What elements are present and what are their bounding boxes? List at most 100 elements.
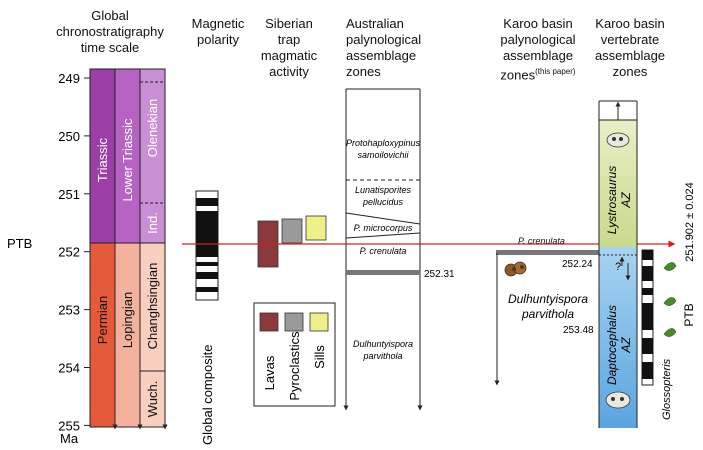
karoo-crenulata-label: P. crenulata: [518, 236, 565, 246]
triassic-label: Triassic: [95, 137, 110, 182]
axis-tick-label: 254: [58, 361, 80, 376]
header-australian-line4: zones: [346, 64, 381, 79]
wuchiapingian-label: Wuch.: [145, 381, 160, 418]
header-australian-line1: Australian: [346, 16, 404, 31]
zone-microcorpus: P. microcorpus: [354, 223, 413, 233]
zone-lunatisporites: Lunatisporites: [355, 185, 412, 195]
normal-polarity-interval: [196, 272, 218, 279]
karoo-palynological-zones: P. crenulata 252.24 Dulhuntyispora parvi…: [494, 236, 600, 386]
header-global-line1: Global: [91, 8, 129, 23]
header-global-timescale: Global chronostratigraphy time scale: [40, 8, 180, 56]
normal-polarity-interval: [196, 262, 218, 266]
lopingian-label: Lopingian: [120, 292, 135, 348]
daptocephalus-az-label: AZ: [619, 337, 633, 354]
zone-pellucidus: pellucidus: [362, 197, 404, 207]
induan-label: Ind.: [145, 212, 160, 234]
olenekian-band: [140, 69, 165, 203]
header-australian-line2: palynological: [346, 32, 422, 47]
header-karoo-paly-line3: assemblage: [502, 48, 574, 63]
wuchiapingian-band: [140, 371, 165, 427]
header-global-line3: time scale: [80, 40, 140, 55]
axis-tick-label: 255: [58, 418, 80, 433]
normal-polarity-interval: [196, 211, 218, 257]
olenekian-label: Olenekian: [145, 99, 160, 158]
permian-label: Permian: [95, 296, 110, 344]
karoo-lower-age: 253.48: [563, 325, 594, 336]
pollen-grain-icon: [504, 261, 527, 277]
header-karoo-paly-zones: zones: [500, 67, 536, 83]
axis-tick-label: 249: [58, 71, 80, 86]
header-siberian-line3: magmatic: [260, 48, 318, 63]
normal-polarity-interval: [196, 287, 218, 292]
australian-age-label: 252.31: [424, 269, 455, 280]
karoo-crenulata-age: 252.24: [562, 259, 593, 270]
induan-band: [140, 203, 165, 243]
daptocephalus-skull-icon: [605, 391, 631, 409]
header-karoo-vertebrate: Karoo basin vertebrate assemblage zones: [580, 16, 680, 80]
zone-crenulata: P. crenulata: [360, 246, 407, 256]
lower-triassic-label: Lower Triassic: [120, 118, 135, 202]
karoo-zone-parvithola: parvithola: [521, 307, 574, 321]
zone-samoilovichii: samoilovichii: [357, 150, 409, 160]
header-siberian: Siberian trap magmatic activity: [244, 16, 334, 80]
header-australian: Australian palynological assemblage zone…: [346, 16, 446, 80]
header-magnetic-polarity: Magnetic polarity: [178, 16, 258, 48]
legend-sills-label: Sills: [312, 345, 327, 369]
changhsingian-band: [140, 243, 165, 371]
ptb-right-label: PTB: [682, 303, 696, 326]
triassic-band: [90, 69, 115, 243]
lopingian-band: [115, 243, 140, 427]
header-karoo-palynological: Karoo basin palynological assemblage zon…: [478, 16, 598, 83]
zone-protohaploxypinus: Protohaploxypinus: [346, 138, 421, 148]
legend-pyroclastics-label: Pyroclastics: [287, 331, 302, 401]
chronostratigraphy-columns: Triassic Permian Lower Triassic Lopingia…: [89, 68, 168, 430]
header-karoo-vert-line2: vertebrate: [600, 32, 660, 47]
header-siberian-line1: Siberian: [265, 16, 313, 31]
header-magnetic-line2: polarity: [197, 32, 239, 47]
lystrosaurus-skull-icon: [606, 132, 630, 148]
ptb-age-label: 251.902 ± 0.024: [684, 182, 696, 261]
magnetic-polarity-column: Global composite: [195, 190, 219, 445]
changhsingian-label: Changhsingian: [145, 263, 160, 350]
axis-tick-label: 253: [58, 303, 80, 318]
header-karoo-vert-line3: assemblage: [594, 48, 666, 63]
axis-unit-label: Ma: [60, 431, 79, 446]
header-karoo-paly-line1: Karoo basin: [503, 16, 573, 31]
legend-lavas-label: Lavas: [262, 355, 277, 390]
zone-dulhuntyispora: Dulhuntyispora: [353, 339, 413, 349]
daptocephalus-label: Daptocephalus: [605, 305, 619, 385]
header-karoo-vert-line4: zones: [612, 64, 648, 79]
header-magnetic-line1: Magnetic: [191, 16, 245, 31]
header-karoo-paly-line4: zones(this paper): [478, 64, 598, 83]
australian-zones: Protohaploxypinus samoilovichii Lunatisp…: [343, 88, 455, 411]
karoo-zone-dulhuntyispora: Dulhuntyispora: [508, 292, 588, 306]
australian-boundary-bar: [346, 270, 420, 275]
lystrosaurus-az-label: AZ: [619, 192, 633, 209]
karoo-boundary-bar: [496, 250, 600, 255]
question-mark: ?: [615, 261, 621, 273]
pyroclastics-bar: [281, 218, 303, 244]
zone-parvithola: parvithola: [362, 351, 402, 361]
header-karoo-vert-line1: Karoo basin: [595, 16, 665, 31]
permian-band: [90, 243, 115, 427]
legend-sills-swatch: [309, 312, 329, 332]
axis-tick-label: 250: [58, 129, 80, 144]
header-siberian-line2: trap: [277, 32, 301, 47]
global-composite-label: Global composite: [200, 345, 215, 445]
axis-tick-label: 251: [58, 187, 80, 202]
lower-triassic-band: [115, 69, 140, 243]
ptb-left-label: PTB: [7, 236, 32, 251]
header-global-line2: chronostratigraphy: [56, 24, 164, 39]
legend-lavas-swatch: [259, 312, 279, 332]
header-siberian-line4: activity: [269, 64, 309, 79]
karoo-vertebrate-zones: Lystrosaurus AZ Daptocephalus AZ ?: [598, 100, 696, 428]
glossopteris-leaf-icon: [663, 262, 677, 337]
header-karoo-paly-line2: palynological: [500, 32, 576, 47]
sills-bar: [305, 215, 327, 241]
normal-polarity-interval: [196, 198, 218, 206]
siberian-trap-activity: Lavas Pyroclastics Sills: [253, 215, 336, 407]
lystrosaurus-label: Lystrosaurus: [605, 166, 619, 234]
header-australian-line3: assemblage: [346, 48, 417, 63]
